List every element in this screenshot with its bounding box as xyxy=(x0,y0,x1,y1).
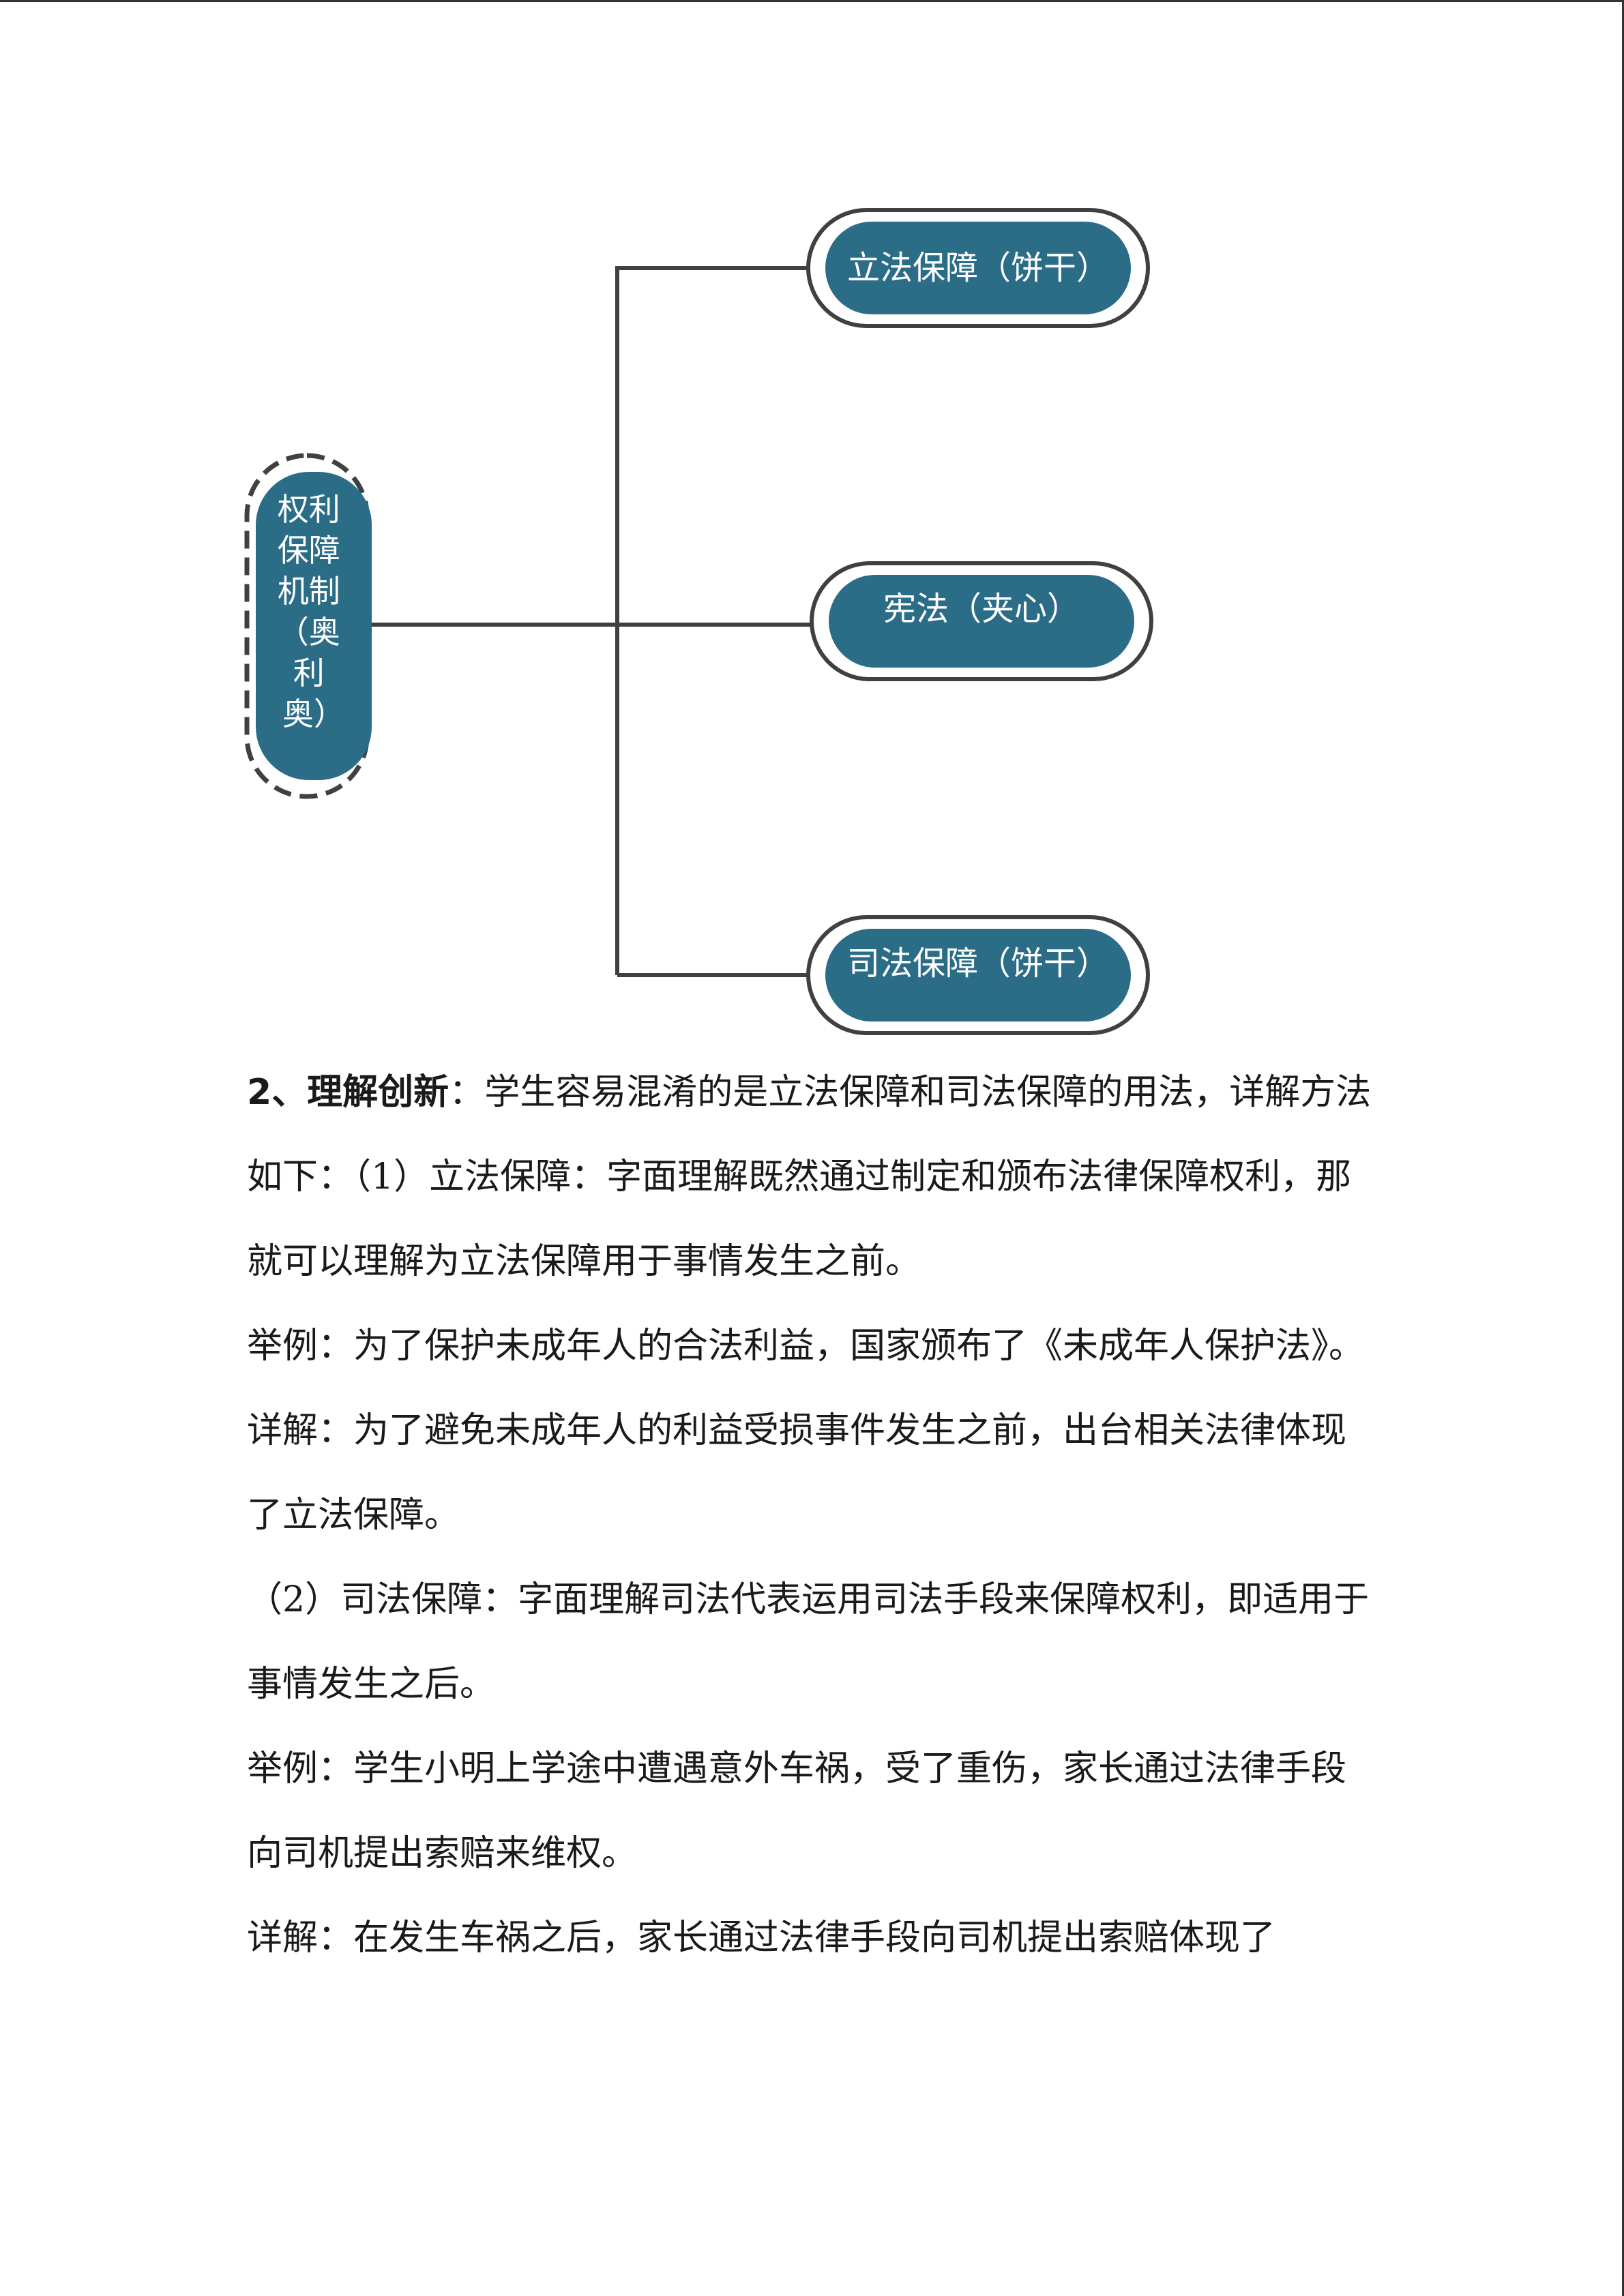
branch-node-legislative: 立法保障（饼干） xyxy=(806,208,1150,328)
paragraph-example-2: 举例：学生小明上学途中遭遇意外车祸，受了重伤，家长通过法律手段向司机提出索赔来维… xyxy=(247,1748,1347,1874)
branch-label-legislative: 立法保障（饼干） xyxy=(847,249,1109,287)
section-heading: 2、理解创新 xyxy=(247,1072,449,1113)
paragraph-understanding: 2、理解创新：学生容易混淆的是立法保障和司法保障的用法，详解方法如下：（1）立法… xyxy=(247,1050,1379,1304)
page-right-border xyxy=(1622,0,1624,2296)
paragraph-example-1: 举例：为了保护未成年人的合法利益，国家颁布了《未成年人保护法》。 xyxy=(247,1326,1365,1367)
branch-label-constitution: 宪法（夹心） xyxy=(883,590,1080,628)
root-line-5: 利 xyxy=(293,655,325,691)
rights-protection-diagram: 权利 保障 机制 （奥 利 奥） 立法保障（饼干） 宪法（夹心） 司法保障（饼干… xyxy=(244,208,1153,1035)
paragraph-detail-2: 详解：在发生车祸之后，家长通过法律手段向司机提出索赔体现了 xyxy=(247,1918,1276,1958)
explanation-text: 2、理解创新：学生容易混淆的是立法保障和司法保障的用法，详解方法如下：（1）立法… xyxy=(247,1050,1379,1980)
page-top-border xyxy=(0,0,1624,2)
branch-label-judicial: 司法保障（饼干） xyxy=(847,944,1109,983)
root-line-3: 机制 xyxy=(278,573,340,610)
root-line-4: （奥 xyxy=(278,614,340,651)
root-node-label: 权利 保障 机制 （奥 利 奥） xyxy=(278,491,351,732)
paragraph-understanding-body: ：学生容易混淆的是立法保障和司法保障的用法，详解方法如下：（1）立法保障：字面理… xyxy=(247,1072,1372,1282)
root-line-6: 奥） xyxy=(282,696,345,732)
root-node-fill xyxy=(256,472,372,780)
paragraph-detail-1: 详解：为了避免未成年人的利益受损事件发生之前，出台相关法律体现了立法保障。 xyxy=(247,1410,1347,1536)
root-node-outline xyxy=(244,453,370,799)
branch-node-constitution: 宪法（夹心） xyxy=(810,561,1153,681)
root-node: 权利 保障 机制 （奥 利 奥） xyxy=(244,453,372,799)
branch-node-judicial: 司法保障（饼干） xyxy=(806,915,1150,1035)
connector-lines xyxy=(368,266,812,977)
paragraph-judicial: （2）司法保障：字面理解司法代表运用司法手段来保障权利，即适用于事情发生之后。 xyxy=(247,1579,1370,1705)
root-line-1: 权利 xyxy=(278,491,340,528)
root-line-2: 保障 xyxy=(278,532,340,569)
